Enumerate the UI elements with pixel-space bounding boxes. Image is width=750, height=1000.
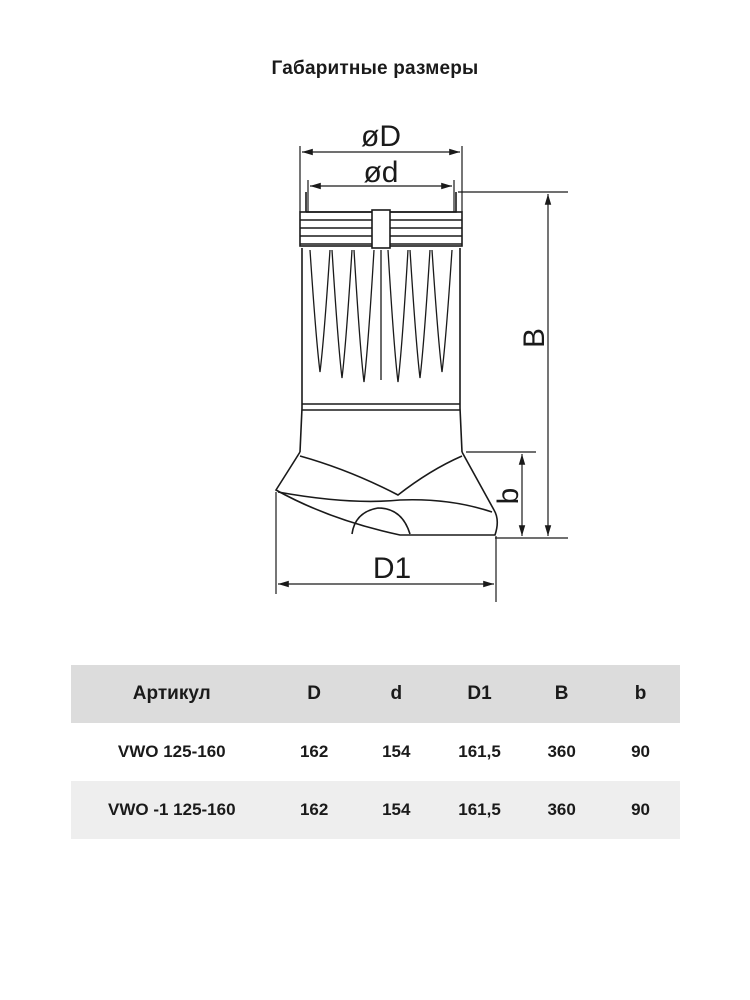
table-cell: 162 bbox=[272, 781, 356, 839]
column-header-b: b bbox=[601, 665, 680, 723]
column-header-article: Артикул bbox=[71, 665, 273, 723]
label-inner-diameter: ød bbox=[363, 156, 398, 189]
column-header-D1: D1 bbox=[436, 665, 523, 723]
table-cell: 154 bbox=[382, 742, 411, 761]
table-cell: 161,5 bbox=[436, 781, 523, 839]
table-header-row: Артикул D d D1 B b bbox=[71, 665, 680, 723]
table-cell: 161,5 bbox=[458, 742, 501, 761]
column-header-D: D bbox=[272, 665, 356, 723]
table-row: VWO 125-160 162 154 161,5 360 90 bbox=[71, 723, 680, 781]
label-base-height: b bbox=[492, 488, 525, 505]
table-row: VWO -1 125-160 162 154 161,5 360 90 bbox=[71, 781, 680, 839]
table-cell: 360 bbox=[547, 742, 576, 761]
page-title: Габаритные размеры bbox=[271, 58, 479, 79]
table-cell: VWO -1 125-160 bbox=[71, 781, 273, 839]
label-outer-diameter: øD bbox=[361, 120, 401, 153]
label-height: B bbox=[518, 328, 551, 348]
column-header-B: B bbox=[522, 665, 602, 723]
dimension-labels: øD ød B b D1 bbox=[361, 120, 551, 585]
table-cell: 360 bbox=[522, 781, 602, 839]
table-cell: 90 bbox=[631, 742, 650, 761]
column-header-d: d bbox=[355, 665, 437, 723]
fan-body bbox=[274, 192, 499, 536]
table-cell: 162 bbox=[299, 742, 329, 761]
dimension-drawing: øD ød B b D1 bbox=[274, 120, 568, 602]
label-base-diameter: D1 bbox=[373, 552, 411, 585]
dimensions-table: Артикул D d D1 B b VWO 125-160 162 154 1… bbox=[71, 665, 680, 839]
dimension-lines bbox=[275, 146, 568, 602]
table-cell: 90 bbox=[601, 781, 680, 839]
table-cell: VWO 125-160 bbox=[117, 742, 226, 761]
table-cell: 154 bbox=[355, 781, 437, 839]
